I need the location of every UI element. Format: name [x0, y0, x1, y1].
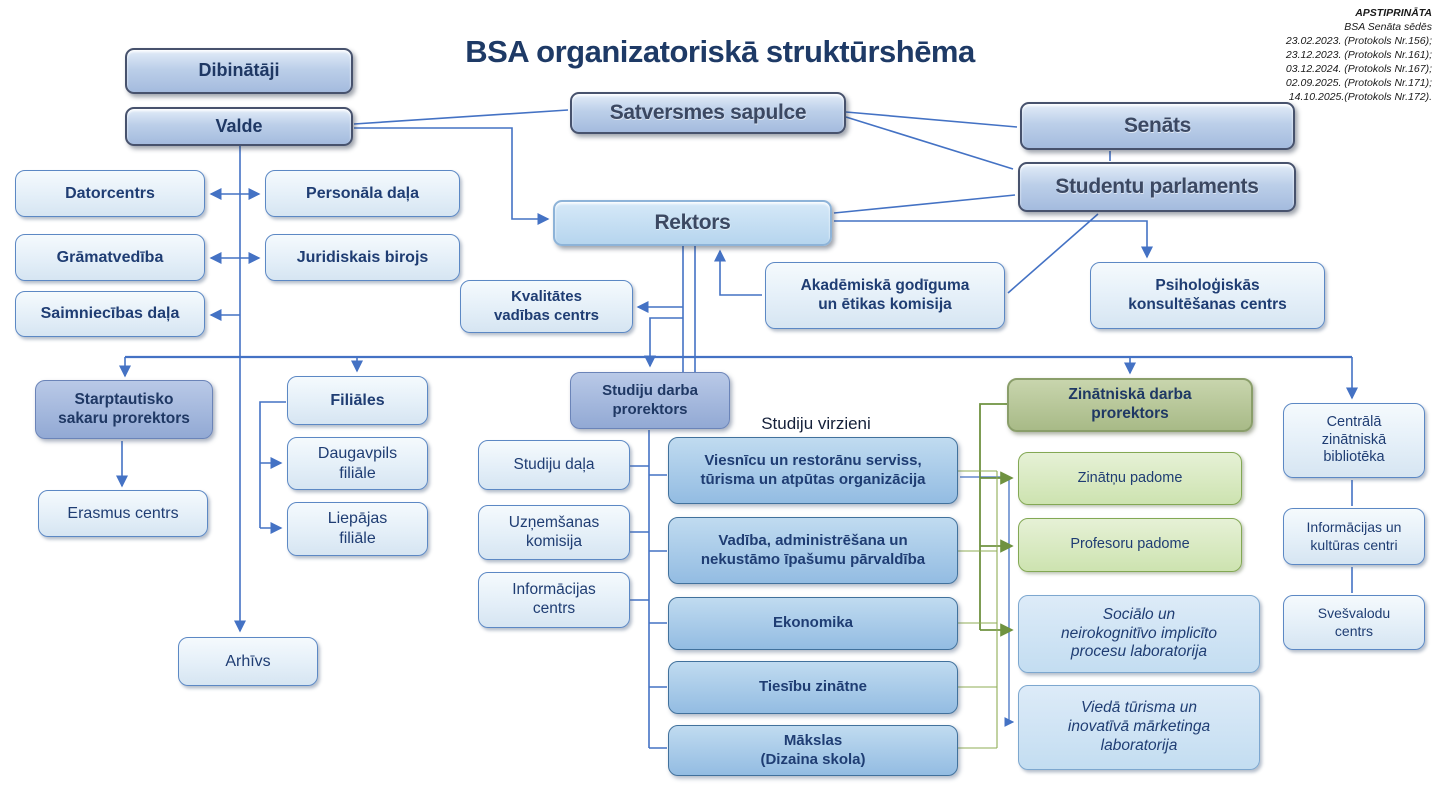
- node-zinatniska-prorektors: Zinātniskā darba prorektors: [1007, 378, 1253, 432]
- approval-line: 02.09.2025. (Protokols Nr.171);: [1285, 77, 1432, 90]
- blue-connectors: [116, 109, 1358, 749]
- node-personala-dala: Personāla daļa: [265, 170, 460, 217]
- node-satversmes-sapulce: Satversmes sapulce: [570, 92, 846, 134]
- node-info-kulturas-centri: Informācijas un kultūras centri: [1283, 508, 1425, 565]
- approval-line: 23.12.2023. (Protokols Nr.161);: [1285, 49, 1432, 62]
- node-profesoru-padome: Profesoru padome: [1018, 518, 1242, 572]
- studiju-virzieni-label: Studiju virzieni: [761, 414, 871, 433]
- approval-line: APSTIPRINĀTA: [1355, 7, 1432, 19]
- approval-line: BSA Senāta sēdēs: [1344, 21, 1432, 34]
- node-socialo-laboratorija: Sociālo un neirokognitīvo implicīto proc…: [1018, 595, 1260, 673]
- node-vieda-laboratorija: Viedā tūrisma un inovatīvā mārketinga la…: [1018, 685, 1260, 770]
- node-datorcentrs: Datorcentrs: [15, 170, 205, 217]
- node-valde: Valde: [125, 107, 353, 146]
- green-connectors: [958, 403, 1014, 749]
- node-juridiskais-birojs: Juridiskais birojs: [265, 234, 460, 281]
- node-centrala-biblioteka: Centrālā zinātniskā bibliotēka: [1283, 403, 1425, 478]
- node-erasmus-centrs: Erasmus centrs: [38, 490, 208, 537]
- page-title: BSA organizatoriskā struktūrshēma: [465, 34, 975, 69]
- approval-line: 03.12.2024. (Protokols Nr.167);: [1285, 63, 1432, 76]
- node-studiju-prorektors: Studiju darba prorektors: [570, 372, 730, 429]
- node-ekonomika-virziens: Ekonomika: [668, 597, 958, 650]
- node-zinatnu-padome: Zinātņu padome: [1018, 452, 1242, 505]
- node-filiales: Filiāles: [287, 376, 428, 425]
- node-senats: Senāts: [1020, 102, 1295, 150]
- node-svesvalodu-centrs: Svešvalodu centrs: [1283, 595, 1425, 650]
- approval-note: APSTIPRINĀTA BSA Senāta sēdēs 23.02.2023…: [1286, 6, 1432, 104]
- approval-line: 14.10.2025.(Protokols Nr.172).: [1288, 91, 1432, 104]
- node-dibinataji: Dibinātāji: [125, 48, 353, 94]
- node-uznemsanas-komisija: Uzņemšanas komisija: [478, 505, 630, 560]
- node-akademiska-komisija: Akadēmiskā godīguma un ētikas komisija: [765, 262, 1005, 329]
- node-starptautisko-prorektors: Starptautisko sakaru prorektors: [35, 380, 213, 439]
- node-tiesibu-virziens: Tiesību zinātne: [668, 661, 958, 714]
- node-rektors: Rektors: [553, 200, 832, 246]
- node-makslas-virziens: Mākslas (Dizaina skola): [668, 725, 958, 776]
- node-viesnicu-virziens: Viesnīcu un restorānu serviss, tūrisma u…: [668, 437, 958, 504]
- approval-line: 23.02.2023. (Protokols Nr.156);: [1285, 35, 1432, 48]
- node-daugavpils-filiale: Daugavpils filiāle: [287, 437, 428, 490]
- node-kvalitates-centrs: Kvalitātes vadības centrs: [460, 280, 633, 333]
- node-gramatvediba: Grāmatvedība: [15, 234, 205, 281]
- node-liepajas-filiale: Liepājas filiāle: [287, 502, 428, 556]
- node-studiju-dala: Studiju daļa: [478, 440, 630, 490]
- node-studentu-parlaments: Studentu parlaments: [1018, 162, 1296, 212]
- node-saimniecibas-dala: Saimniecības daļa: [15, 291, 205, 337]
- node-informacijas-centrs: Informācijas centrs: [478, 572, 630, 628]
- node-psihologiskas-centrs: Psiholoģiskās konsultēšanas centrs: [1090, 262, 1325, 329]
- node-vadiba-virziens: Vadība, administrēšana un nekustāmo īpaš…: [668, 517, 958, 584]
- node-arhivs: Arhīvs: [178, 637, 318, 686]
